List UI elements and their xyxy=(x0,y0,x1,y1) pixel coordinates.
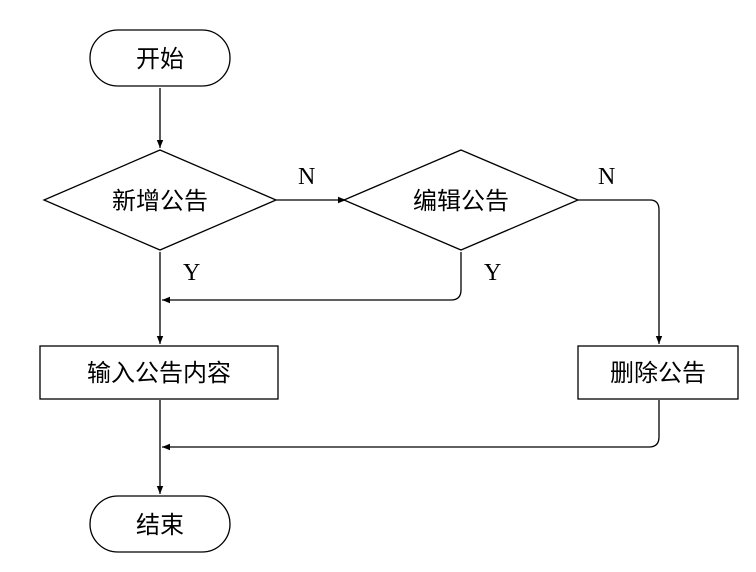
input-content-box xyxy=(39,345,279,400)
add-notice-decision: 新增公告 xyxy=(42,149,278,251)
edge-delete-to-merge xyxy=(162,400,660,451)
add-notice-label: 新增公告 xyxy=(112,187,208,215)
edit-notice-label: 编辑公告 xyxy=(413,187,509,215)
end-terminal-shape xyxy=(89,495,231,553)
input-content-process: 输入公告内容 xyxy=(39,345,279,400)
start-terminal-shape xyxy=(89,29,231,87)
start-node: 开始 xyxy=(89,29,231,87)
edit-notice-decision: 编辑公告 xyxy=(342,149,580,251)
end-node: 结束 xyxy=(89,495,231,553)
end-node-label: 结束 xyxy=(136,511,184,539)
start-node-label: 开始 xyxy=(136,45,184,73)
add-no-label: N xyxy=(298,164,315,190)
delete-notice-box xyxy=(577,345,739,400)
delete-notice-label: 删除公告 xyxy=(610,359,706,387)
add-yes-label: Y xyxy=(183,260,200,286)
edge-edit-no-to-delete xyxy=(578,199,663,344)
edge-edit-yes-to-merge xyxy=(162,252,462,304)
edit-yes-label: Y xyxy=(484,260,501,286)
add-notice-diamond xyxy=(42,149,278,251)
edit-no-label: N xyxy=(598,164,615,190)
delete-notice-process: 删除公告 xyxy=(577,345,739,400)
edit-notice-diamond xyxy=(342,149,580,251)
input-content-label: 输入公告内容 xyxy=(87,359,231,387)
